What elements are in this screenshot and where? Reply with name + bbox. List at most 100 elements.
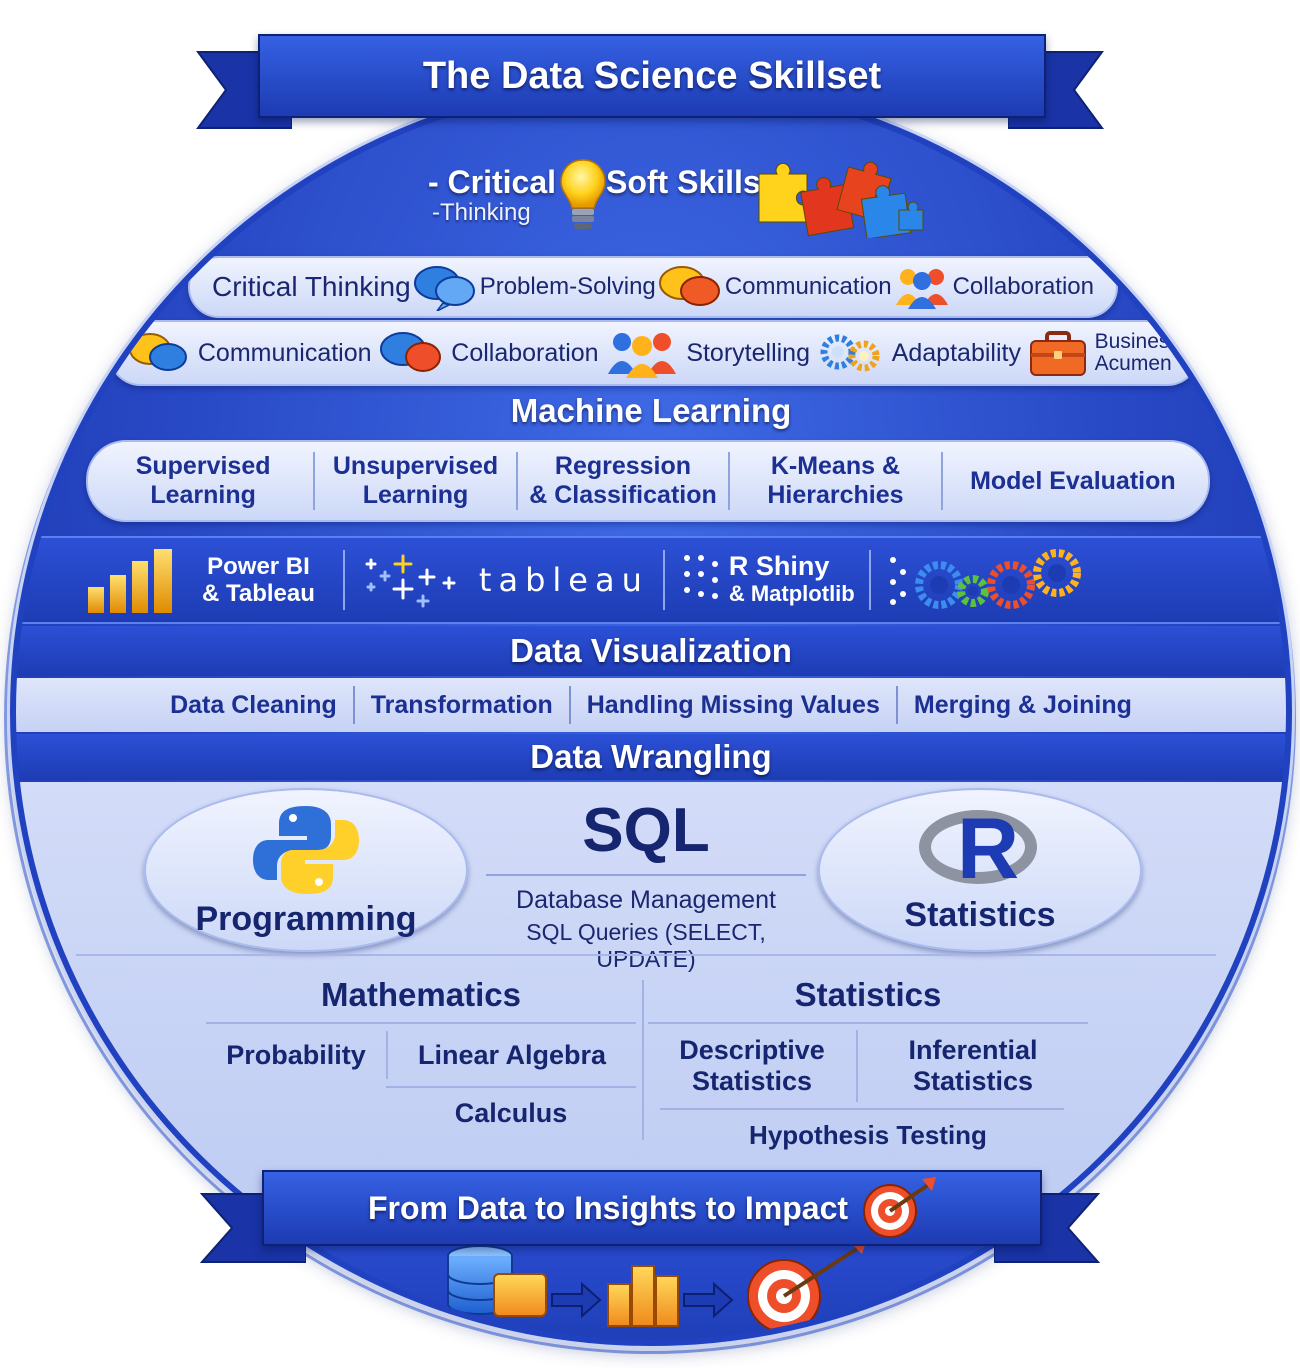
sql-title: SQL [582, 796, 710, 865]
stats-descriptive: Descriptive Statistics [648, 1035, 856, 1097]
critical-label-line2: -Thinking [432, 199, 531, 226]
skill-problem-solving: Problem-Solving [479, 273, 656, 300]
r-logo-letter: R [957, 800, 1020, 897]
top-banner: The Data Science Skillset [258, 34, 1046, 118]
soft-skills-header: - Critical -Thinking Soft Skills [16, 159, 1286, 264]
data-wrangling-band: Data Wrangling [16, 734, 1286, 780]
ml-kmeans-line2: Hierarchies [767, 481, 904, 509]
ml-supervised-line2: Learning [150, 481, 256, 509]
data-wrangling-topics: Data Cleaning Transformation Handling Mi… [16, 678, 1286, 732]
r-statistics-label: Statistics [904, 895, 1056, 934]
ml-item-supervised: Supervised Learning [103, 452, 303, 510]
skill-storytelling: Storytelling [686, 338, 810, 367]
wrangling-merging-joining: Merging & Joining [913, 690, 1132, 719]
ml-item-model-evaluation: Model Evaluation [953, 467, 1193, 496]
puzzle-pieces-icon [758, 161, 924, 238]
statistics-title: Statistics [794, 976, 942, 1013]
gears-icon [820, 334, 880, 372]
bottom-banner: From Data to Insights to Impact [262, 1170, 1042, 1246]
tableau-wordmark: tableau [478, 561, 649, 599]
stats-divider-2 [660, 1108, 1064, 1110]
inferential-line2: Statistics [912, 1066, 1034, 1096]
chat-bubbles-red-icon [380, 332, 442, 372]
skill-communication-2: Communication [197, 338, 372, 367]
tool-powerbi: Power BI & Tableau [202, 553, 315, 607]
target-icon [747, 1236, 868, 1333]
python-logo-icon [253, 805, 359, 894]
stats-row-1: Descriptive Statistics Inferential Stati… [648, 1024, 1088, 1108]
machine-learning-title: Machine Learning [510, 392, 792, 429]
sql-queries: SQL Queries (SELECT, UPDATE) [526, 919, 766, 972]
descriptive-line1: Descriptive [679, 1035, 825, 1065]
briefcase-icon [1029, 331, 1086, 376]
tableau-logo-icon [365, 554, 456, 608]
bar-chart-icon [88, 549, 172, 613]
separator [515, 452, 518, 510]
ml-regression-line2: & Classification [529, 481, 717, 509]
data-visualization-band: Data Visualization [16, 626, 1286, 676]
separator [868, 550, 871, 610]
separator [313, 452, 316, 510]
rshiny-line2: & Matplotlib [728, 581, 855, 606]
data-to-impact-flow-icon [447, 1236, 868, 1333]
separator [940, 452, 943, 510]
tool-rshiny: R Shiny & Matplotlib [729, 553, 855, 607]
separator [895, 686, 898, 724]
skill-communication: Communication [724, 273, 892, 300]
skill-business-acumen: Business Acumen [1095, 331, 1180, 375]
rshiny-line1: R Shiny [728, 551, 830, 581]
sql-database-management: Database Management [516, 886, 776, 914]
wrangling-transformation: Transformation [370, 690, 553, 719]
programming-label: Programming [195, 899, 417, 938]
ml-unsupervised-line1: Unsupervised [332, 452, 499, 480]
wrangling-data-cleaning: Data Cleaning [170, 690, 337, 719]
sql-card: SQL Database Management SQL Queries (SEL… [476, 796, 816, 973]
skill-collaboration-2: Collaboration [451, 338, 599, 367]
business-acumen-line1: Business [1094, 330, 1180, 353]
critical-label-line1: - Critical [428, 164, 557, 200]
machine-learning-topics: Supervised Learning Unsupervised Learnin… [86, 440, 1210, 522]
page-title: The Data Science Skillset [422, 54, 882, 97]
r-statistics-card: R Statistics [818, 788, 1142, 952]
skillset-circle: - Critical -Thinking Soft Skills [10, 78, 1292, 1346]
math-calculus: Calculus [454, 1098, 568, 1128]
critical-thinking-label: - Critical -Thinking [428, 164, 556, 227]
visualization-tools-band: Power BI & Tableau tableau [16, 536, 1286, 624]
skill-critical-thinking: Critical Thinking [212, 271, 411, 302]
stats-inferential: Inferential Statistics [858, 1035, 1088, 1097]
sql-divider [486, 874, 806, 876]
separator [342, 550, 345, 610]
separator [568, 686, 571, 724]
math-divider-2 [386, 1086, 636, 1088]
math-linear-algebra: Linear Algebra [417, 1039, 607, 1070]
ml-item-unsupervised: Unsupervised Learning [326, 452, 506, 510]
chat-bubbles-icon [129, 333, 187, 371]
math-probability: Probability [226, 1039, 366, 1070]
skill-collaboration: Collaboration [952, 273, 1094, 300]
skill-adaptability: Adaptability [891, 338, 1021, 367]
soft-skills-row-1: Critical Thinking Problem-Solving Commun… [188, 256, 1118, 318]
mathematics-section: Mathematics Probability Linear Algebra C… [206, 976, 636, 1129]
ml-item-kmeans: K-Means & Hierarchies [740, 452, 930, 510]
programming-card: Programming [144, 788, 468, 952]
mathematics-title: Mathematics [321, 976, 521, 1013]
stats-hypothesis-testing: Hypothesis Testing [749, 1120, 987, 1150]
footer-title: From Data to Insights to Impact [367, 1189, 849, 1226]
stats-divider [648, 1022, 1088, 1024]
chat-bubbles-orange-icon [659, 266, 721, 306]
business-acumen-line2: Acumen [1094, 352, 1172, 375]
data-wrangling-title: Data Wrangling [530, 738, 772, 775]
colored-gears-icon [914, 549, 1081, 609]
target-arrow-icon [863, 1177, 937, 1238]
dots-column-icon [889, 557, 906, 605]
inferential-line1: Inferential [908, 1035, 1038, 1065]
ml-kmeans-line1: K-Means & [770, 452, 901, 480]
ml-regression-line1: Regression [554, 452, 692, 480]
separator [352, 686, 355, 724]
bar-chart-small-icon [607, 1265, 679, 1327]
database-icon [447, 1245, 547, 1317]
powerbi-line2: & Tableau [202, 580, 315, 607]
powerbi-line1: Power BI [207, 553, 310, 580]
math-row-1: Probability Linear Algebra [206, 1024, 636, 1086]
soft-skills-row-2: Communication Collaboration Storytelling… [108, 320, 1200, 386]
